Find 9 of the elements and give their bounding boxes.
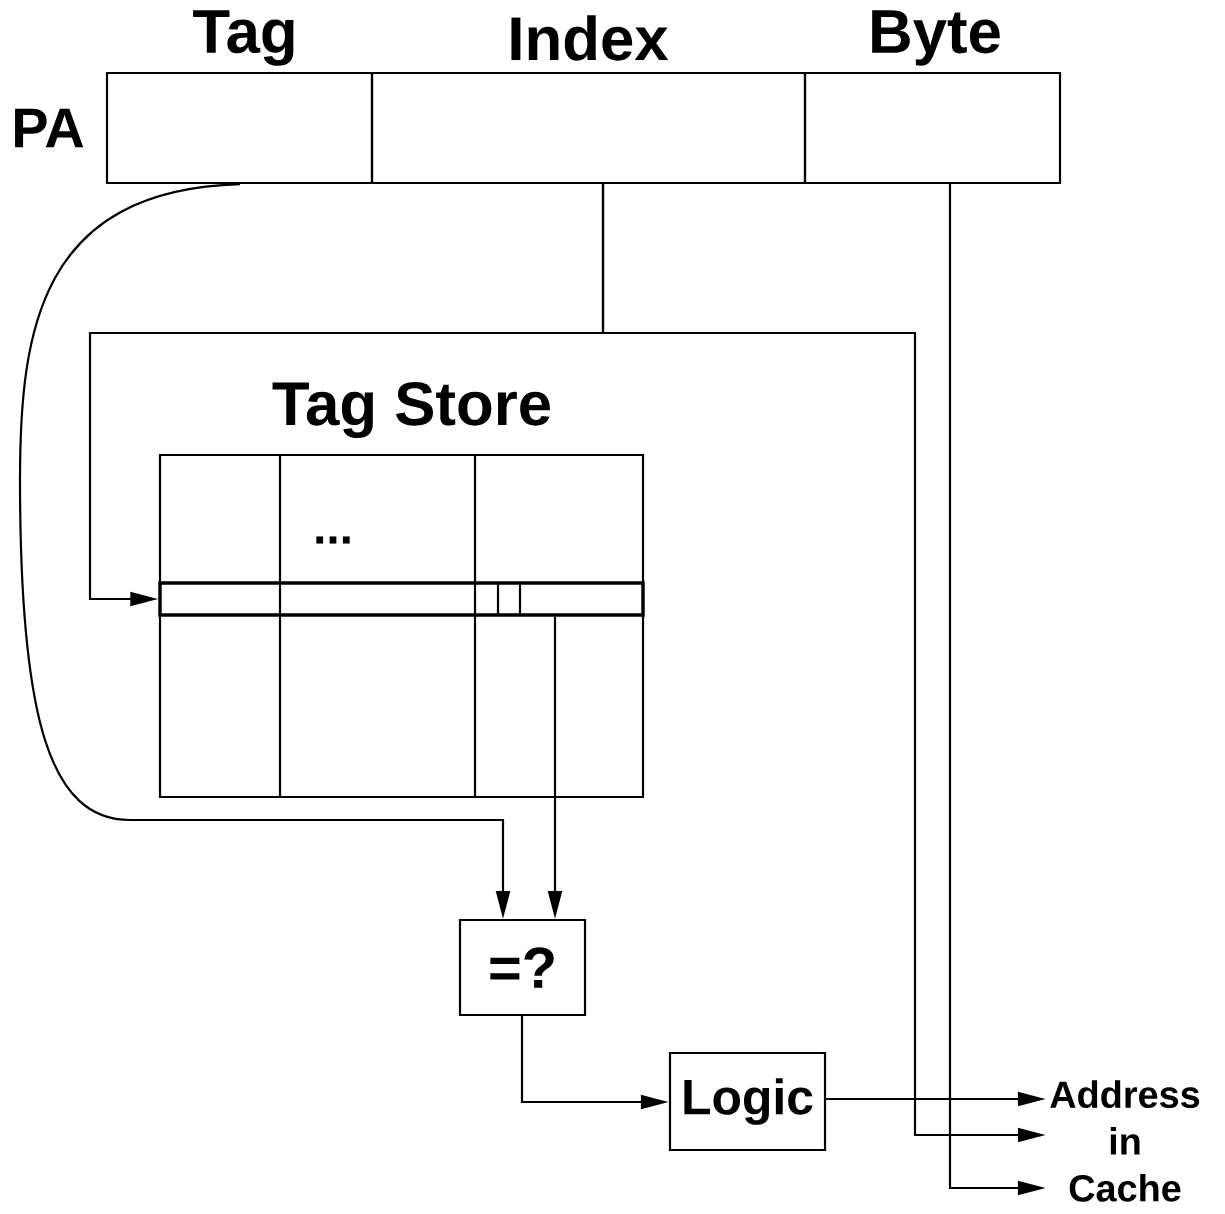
tag-store-table: Tag Store ... bbox=[158, 381, 645, 799]
output-label: Address in Cache bbox=[1050, 1080, 1200, 1202]
logic-box: Logic bbox=[668, 1051, 827, 1152]
node-label: Tag Store bbox=[272, 381, 550, 439]
node-label: Tag bbox=[193, 10, 294, 66]
node-label: Byte bbox=[872, 10, 1000, 66]
selected-row bbox=[158, 581, 645, 617]
node-label: Index bbox=[511, 15, 669, 61]
comparator-box: =? bbox=[458, 918, 587, 1017]
